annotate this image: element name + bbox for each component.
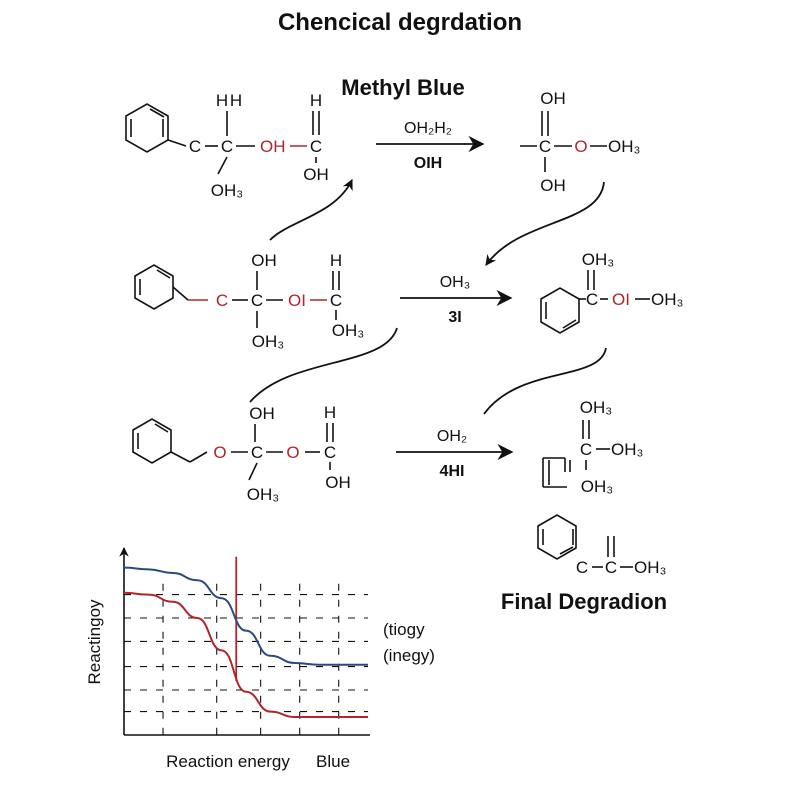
product-2: C OH₃ OI OH₃ bbox=[540, 250, 683, 334]
energy-chart: Reactingoy Reaction energy Blue (tiogy (… bbox=[85, 547, 435, 771]
m3-top: OH bbox=[249, 404, 275, 423]
curved-connector-right bbox=[483, 347, 607, 415]
m2-left-atom: C bbox=[216, 291, 228, 310]
p3-bottom: OH₃ bbox=[581, 477, 613, 496]
m2-right-c: C bbox=[330, 291, 342, 310]
chart-series bbox=[123, 556, 368, 719]
legend-entry-1: (tiogy bbox=[383, 620, 425, 639]
molecule-1: C C H H OH C H OH OH₃ bbox=[125, 91, 329, 200]
p2-center-atom: C bbox=[586, 290, 598, 309]
p1-right: OH₃ bbox=[608, 137, 640, 156]
p3-right: OH₃ bbox=[611, 440, 643, 459]
product-3: C OH₃ OH₃ OH₃ bbox=[542, 398, 643, 496]
benzene-ring-icon bbox=[537, 514, 577, 560]
reaction-2-condition: 3I bbox=[448, 309, 461, 326]
m3-bottom: OH₃ bbox=[247, 485, 279, 504]
m3-left-atom: O bbox=[213, 443, 226, 462]
m1-left-atom: C bbox=[189, 137, 201, 156]
m3-center-atom: C bbox=[251, 443, 263, 462]
reaction-1-reagent: OH₂H₂ bbox=[404, 120, 452, 137]
m1-right-c: C bbox=[310, 137, 322, 156]
subtitle: Methyl Blue bbox=[341, 75, 464, 100]
x-axis-label: Reaction energy bbox=[166, 752, 290, 771]
m3-link-atom: O bbox=[286, 443, 299, 462]
reaction-3-condition: 4HI bbox=[440, 463, 465, 480]
legend-entry-2: (inegy) bbox=[383, 646, 435, 665]
m1-right-bottom: OH bbox=[303, 165, 329, 184]
molecule-3: O C OH O C H OH OH₃ bbox=[132, 403, 351, 504]
curved-arrow-down bbox=[485, 181, 605, 266]
m2-center-atom: C bbox=[251, 291, 263, 310]
p4-center-atom: C bbox=[605, 558, 617, 577]
m2-right-bottom: OH₃ bbox=[332, 321, 364, 340]
p1-link-atom: O bbox=[574, 137, 587, 156]
p2-top: OH₃ bbox=[582, 250, 614, 269]
p1-bottom: OH bbox=[540, 176, 566, 195]
series-line-2 bbox=[123, 591, 368, 719]
m2-top: OH bbox=[251, 251, 277, 270]
m2-link-atom: OI bbox=[288, 291, 306, 310]
curved-arrow-up bbox=[269, 179, 353, 241]
page-title: Chencical degrdation bbox=[278, 9, 522, 36]
m2-right-top: H bbox=[330, 251, 342, 270]
benzene-ring-icon bbox=[134, 264, 174, 310]
p4-left-atom: C bbox=[576, 558, 588, 577]
y-axis-label: Reactingoy bbox=[85, 599, 104, 685]
p3-center-atom: C bbox=[580, 440, 592, 459]
m1-right-top: H bbox=[310, 91, 322, 110]
reaction-3-reagent: OH₂ bbox=[437, 428, 467, 445]
p2-link-atom: OI bbox=[612, 290, 630, 309]
p4-right: OH₃ bbox=[634, 558, 666, 577]
series-line-1 bbox=[123, 566, 368, 666]
m1-link-atom: OH bbox=[260, 137, 286, 156]
m3-right-bottom: OH bbox=[325, 473, 351, 492]
p1-center-atom: C bbox=[539, 137, 551, 156]
product-1: C OH O OH₃ OH bbox=[520, 89, 640, 195]
reaction-2-reagent: OH₃ bbox=[440, 274, 471, 291]
m1-top-h2: H bbox=[230, 91, 242, 110]
final-degradation-label: Final Degradion bbox=[501, 589, 667, 614]
m3-right-top: H bbox=[324, 403, 336, 422]
curved-connector-left bbox=[249, 327, 398, 403]
benzene-ring-icon bbox=[125, 103, 169, 153]
m3-right-c: C bbox=[324, 443, 336, 462]
molecule-2: C C OH OI C H OH₃ OH₃ bbox=[134, 251, 364, 351]
p1-top: OH bbox=[540, 89, 566, 108]
m1-center-atom: C bbox=[221, 137, 233, 156]
m2-bottom: OH₃ bbox=[252, 332, 284, 351]
product-final: C C OH₃ bbox=[537, 514, 666, 577]
chart-extra-label: Blue bbox=[316, 752, 350, 771]
reaction-1-condition: OIH bbox=[414, 155, 442, 172]
m1-bottom: OH₃ bbox=[211, 181, 243, 200]
p2-right: OH₃ bbox=[651, 290, 683, 309]
p3-top: OH₃ bbox=[580, 398, 612, 417]
m1-top-h1: H bbox=[216, 91, 228, 110]
chart-grid bbox=[124, 583, 368, 735]
benzene-ring-icon bbox=[540, 287, 580, 334]
